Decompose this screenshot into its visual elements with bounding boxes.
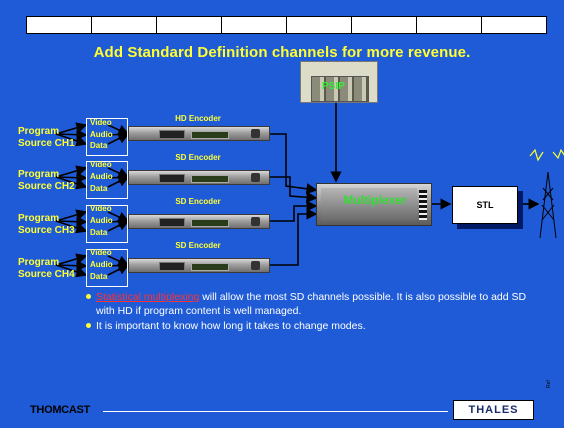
multiplexer-label: Multiplexer [343,193,407,207]
signal-data-label: Data [90,272,108,281]
sd-encoder-unit [128,214,270,229]
encoder-label: SD Encoder [175,197,221,206]
signal-box [86,118,128,156]
program-source-ch3: Program Source CH3 [18,213,75,236]
multiplexer-unit [316,183,432,226]
signal-video-label: Video [90,248,112,257]
slide-title: Add Standard Definition channels for mor… [93,44,471,61]
signal-audio-label: Audio [90,172,113,181]
bullet-list: Statistical multiplexing will allow the … [86,290,531,334]
thales-logo-text: THALES [468,404,519,416]
bullet-item: Statistical multiplexing will allow the … [86,290,531,318]
bullet-text: will allow the most SD channels possible… [96,291,527,317]
program-source-ch2: Program Source CH2 [18,169,75,192]
signal-audio-label: Audio [90,216,113,225]
signal-video-label: Video [90,118,112,127]
encoder-label: HD Encoder [175,114,221,123]
bar-segment [222,17,287,33]
signal-video-label: Video [90,204,112,213]
signal-audio-label: Audio [90,260,113,269]
bar-segment [157,17,222,33]
signal-data-label: Data [90,141,108,150]
thales-logo: THALES [453,400,534,420]
hd-encoder-unit [128,126,270,141]
top-segment-bar [26,16,547,34]
psip-label: PSIP [322,81,345,92]
bullet-dot-icon [86,323,91,328]
sd-encoder-unit [128,170,270,185]
bullet-item: It is important to know how long it take… [86,319,531,333]
sd-encoder-unit [128,258,270,273]
program-source-ch1: Program Source CH1 [18,126,75,149]
encoder-label: SD Encoder [175,153,221,162]
signal-video-label: Video [90,160,112,169]
antenna-tower-icon [539,171,557,239]
signal-box [86,205,128,243]
bar-segment [352,17,417,33]
bar-segment [92,17,157,33]
stl-box: STL [452,186,518,224]
bar-segment [27,17,92,33]
signal-box [86,249,128,287]
statistical-multiplexing-link[interactable]: Statistical multiplexing [96,291,200,303]
bullet-dot-icon [86,294,91,299]
signal-box [86,161,128,199]
signal-data-label: Data [90,228,108,237]
encoder-label: SD Encoder [175,241,221,250]
footer-divider [103,411,448,412]
broadcast-waves-icon [529,148,564,162]
bar-segment [287,17,352,33]
bar-segment [417,17,482,33]
signal-data-label: Data [90,184,108,193]
psip-generator-image [300,61,378,103]
program-source-ch4: Program Source CH4 [18,257,75,280]
bullet-text: It is important to know how long it take… [96,320,366,332]
stl-label: STL [476,200,494,210]
thomcast-logo: THOMCAST [30,404,90,416]
ref-label: Ref [546,380,552,388]
signal-audio-label: Audio [90,130,113,139]
